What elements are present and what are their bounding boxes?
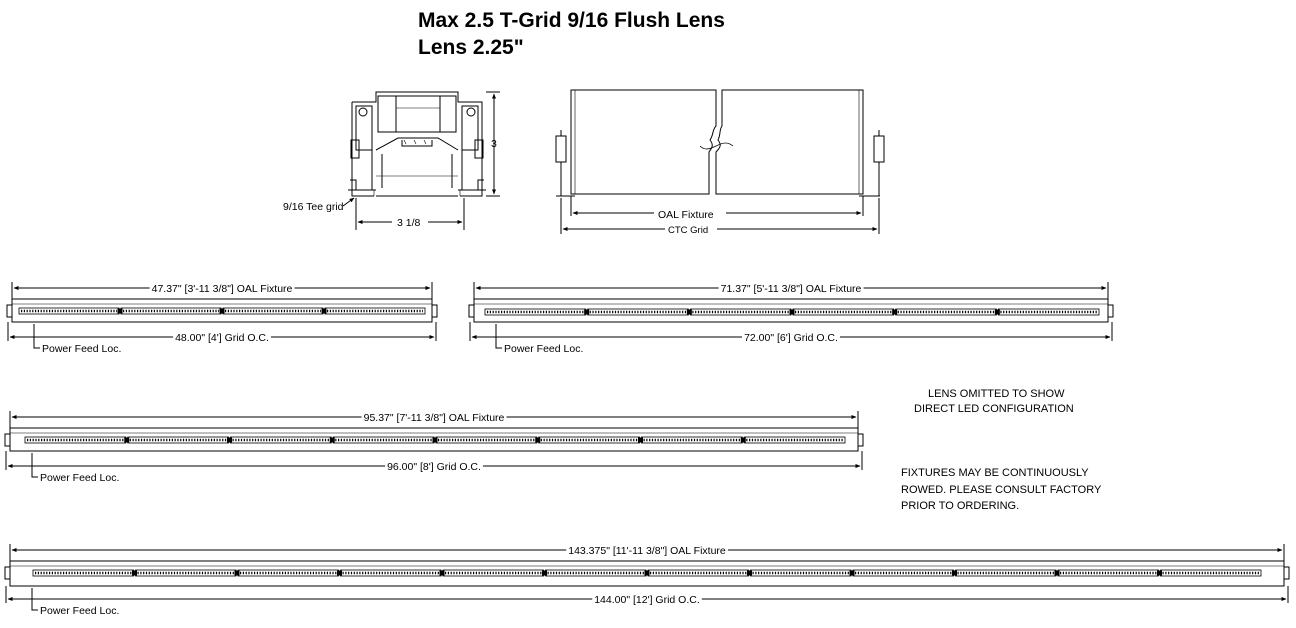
fixture-elevations: 47.37" [3'-11 3/8"] OAL Fixture 48.00" [4… [4, 282, 1290, 617]
led-connector [1054, 570, 1060, 576]
rows-note-line-3: PRIOR TO ORDERING. [901, 500, 1019, 512]
side-view [555, 89, 885, 197]
tee-grid-label: 9/16 Tee grid [283, 201, 344, 213]
led-connector [439, 570, 445, 576]
led-connector [234, 570, 240, 576]
led-connector [686, 309, 692, 315]
label-knockout [592, 594, 702, 606]
led-connector [132, 570, 137, 576]
power-feed-leader [33, 324, 42, 349]
ctc-dimension: CTC Grid [560, 198, 880, 236]
end-bracket-right [1107, 304, 1114, 318]
lens-note-line-1: LENS OMITTED TO SHOW [928, 388, 1065, 400]
grid-oc-label: 96.00" [8'] Grid O.C. [387, 461, 481, 473]
rows-note-line-2: ROWED. PLEASE CONSULT FACTORY [901, 484, 1102, 496]
end-bracket-left [4, 433, 11, 447]
oal-label: 47.37" [3'-11 3/8"] OAL Fixture [152, 283, 293, 295]
led-connector [638, 437, 643, 443]
title-line-2: Lens 2.25" [418, 36, 524, 59]
label-knockout [502, 343, 586, 355]
end-bracket-right [431, 304, 438, 318]
label-knockout [38, 605, 122, 617]
end-bracket-right [1283, 566, 1290, 580]
cross-section-view [348, 91, 486, 197]
oal-label: 95.37" [7'-11 3/8"] OAL Fixture [364, 412, 505, 424]
led-connector [542, 570, 547, 576]
oal-label: 71.37" [5'-11 3/8"] OAL Fixture [721, 283, 862, 295]
oal-label: 143.375" [11'-11 3/8"] OAL Fixture [568, 545, 726, 557]
power-feed-leader [31, 453, 40, 478]
label-knockout [149, 283, 295, 295]
led-connector [740, 437, 746, 443]
width-dimension: 3 1/8 9/16 Tee grid [283, 197, 465, 230]
end-bracket-left [4, 566, 11, 580]
led-connector [329, 437, 335, 443]
led-connector [1157, 570, 1162, 576]
end-bracket-left [6, 304, 13, 318]
end-bracket-right [857, 433, 864, 447]
power-feed-leader [31, 588, 40, 611]
led-connector [892, 309, 898, 315]
led-connector [124, 437, 130, 443]
label-knockout [38, 472, 122, 484]
led-connector [849, 570, 855, 576]
led-connector [337, 570, 342, 576]
grid-oc-label: 144.00" [12'] Grid O.C. [594, 594, 700, 606]
height-label: 3 [491, 138, 497, 150]
led-connector [994, 309, 1000, 315]
label-knockout [173, 332, 271, 344]
label-knockout [566, 545, 728, 557]
lens-note: LENS OMITTED TO SHOW DIRECT LED CONFIGUR… [914, 388, 1074, 415]
power-feed-leader [495, 324, 504, 349]
fixture-3: 95.37" [7'-11 3/8"] OAL Fixture 96.00" [8… [4, 411, 864, 484]
power-feed-label: Power Feed Loc. [42, 343, 121, 355]
led-connector [117, 308, 123, 314]
power-feed-label: Power Feed Loc. [40, 472, 119, 484]
led-connector [535, 437, 541, 443]
height-dimension: 3 [486, 91, 500, 197]
led-connector [321, 308, 327, 314]
oal-dimension: OAL Fixture [570, 196, 864, 221]
label-knockout [361, 412, 507, 424]
end-bracket-left [468, 304, 475, 318]
grid-oc-label: 48.00" [4'] Grid O.C. [175, 332, 269, 344]
rows-note: FIXTURES MAY BE CONTINUOUSLY ROWED. PLEA… [901, 467, 1102, 512]
fixture-2: 71.37" [5'-11 3/8"] OAL Fixture 72.00" [6… [468, 282, 1114, 355]
power-feed-label: Power Feed Loc. [504, 343, 583, 355]
lens-note-line-2: DIRECT LED CONFIGURATION [914, 403, 1074, 415]
led-connector [584, 309, 590, 315]
fixture-4: 143.375" [11'-11 3/8"] OAL Fixture 144.00… [4, 544, 1290, 617]
led-connector [227, 437, 232, 443]
oal-fixture-label: OAL Fixture [658, 209, 714, 221]
rows-note-line-1: FIXTURES MAY BE CONTINUOUSLY [901, 467, 1089, 479]
led-connector [219, 308, 225, 314]
label-knockout [718, 283, 864, 295]
led-connector [789, 309, 795, 315]
led-connector [644, 570, 650, 576]
power-feed-label: Power Feed Loc. [40, 605, 119, 617]
fixture-1: 47.37" [3'-11 3/8"] OAL Fixture 48.00" [4… [6, 282, 438, 355]
title-line-1: Max 2.5 T-Grid 9/16 Flush Lens [418, 9, 725, 32]
led-connector [747, 570, 752, 576]
led-connector [432, 437, 438, 443]
grid-oc-label: 72.00" [6'] Grid O.C. [744, 332, 838, 344]
label-knockout [40, 343, 124, 355]
width-label: 3 1/8 [397, 217, 421, 229]
label-knockout [742, 332, 840, 344]
ctc-grid-label: CTC Grid [668, 225, 708, 236]
led-connector [952, 570, 957, 576]
label-knockout [385, 461, 483, 473]
